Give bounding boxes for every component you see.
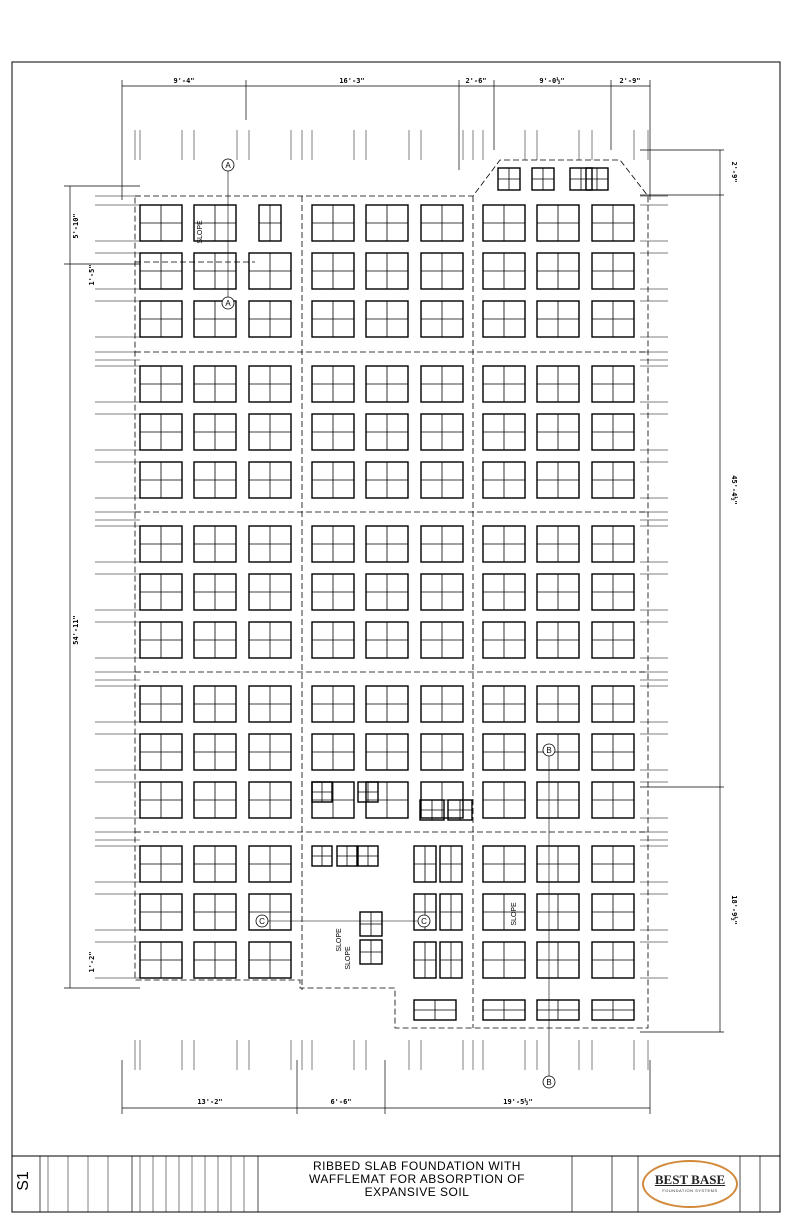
dim-bottom-2: 6'-6" <box>330 1098 351 1106</box>
dim-top-4: 9'-0½" <box>539 77 564 85</box>
drawing-title: RIBBED SLAB FOUNDATION WITH WAFFLEMAT FO… <box>262 1160 572 1199</box>
svg-text:B: B <box>546 1078 551 1087</box>
dim-left-3: 1'-5" <box>88 264 96 285</box>
dim-right-1: 2'-9" <box>730 161 738 182</box>
marker-a-top: A <box>221 158 235 172</box>
dim-right-3: 18'-9½" <box>730 895 738 925</box>
rib-dimension-ticks <box>95 130 668 1070</box>
dim-bottom-1: 13'-2" <box>197 1098 222 1106</box>
slope-label-1: SLOPE <box>197 220 204 244</box>
svg-text:C: C <box>421 917 427 926</box>
left-dimensions <box>64 185 140 989</box>
section-markers: A A B B C C <box>221 158 556 1089</box>
dim-bottom-3: 19'-5½" <box>503 1098 533 1106</box>
right-dimensions <box>640 149 724 1033</box>
company-logo: BEST BASE FOUNDATION SYSTEMS <box>642 1160 738 1208</box>
sheet-border <box>11 61 781 1213</box>
bottom-dimensions <box>121 1060 651 1114</box>
slope-label-4: SLOPE <box>511 902 518 926</box>
svg-text:C: C <box>259 917 265 926</box>
logo-text: BEST BASE <box>654 1172 726 1187</box>
svg-text:A: A <box>225 161 231 170</box>
svg-text:B: B <box>546 746 551 755</box>
dim-top-3: 2'-6" <box>465 77 486 85</box>
slope-label-3: SLOPE <box>345 946 352 970</box>
dim-top-5: 2'-9" <box>619 77 640 85</box>
waffle-grid <box>139 167 635 1021</box>
sheet-number: S1 <box>14 1171 32 1191</box>
dim-top-1: 9'-4" <box>173 77 194 85</box>
svg-text:A: A <box>225 299 231 308</box>
marker-c-left: C <box>255 914 269 928</box>
dim-top-2: 16'-3" <box>339 77 364 85</box>
dim-right-2: 45'-4½" <box>730 475 738 505</box>
title-line-3: EXPANSIVE SOIL <box>364 1185 470 1199</box>
marker-a-bottom: A <box>221 296 235 310</box>
title-line-2: WAFFLEMAT FOR ABSORPTION OF <box>309 1172 525 1186</box>
slab-outline <box>134 159 649 1029</box>
marker-b-top: B <box>542 743 556 757</box>
top-dimensions <box>121 80 651 200</box>
dim-left-1: 5'-10" <box>72 213 80 238</box>
marker-c-right: C <box>417 914 431 928</box>
title-block <box>39 1156 761 1212</box>
logo-subtext: FOUNDATION SYSTEMS <box>662 1188 718 1193</box>
title-line-1: RIBBED SLAB FOUNDATION WITH <box>313 1159 521 1173</box>
dim-left-2: 54'-11" <box>72 615 80 645</box>
marker-b-bottom: B <box>542 1075 556 1089</box>
dim-left-4: 1'-2" <box>88 951 96 972</box>
slope-label-2: SLOPE <box>336 928 343 952</box>
revision-columns <box>47 1156 245 1212</box>
